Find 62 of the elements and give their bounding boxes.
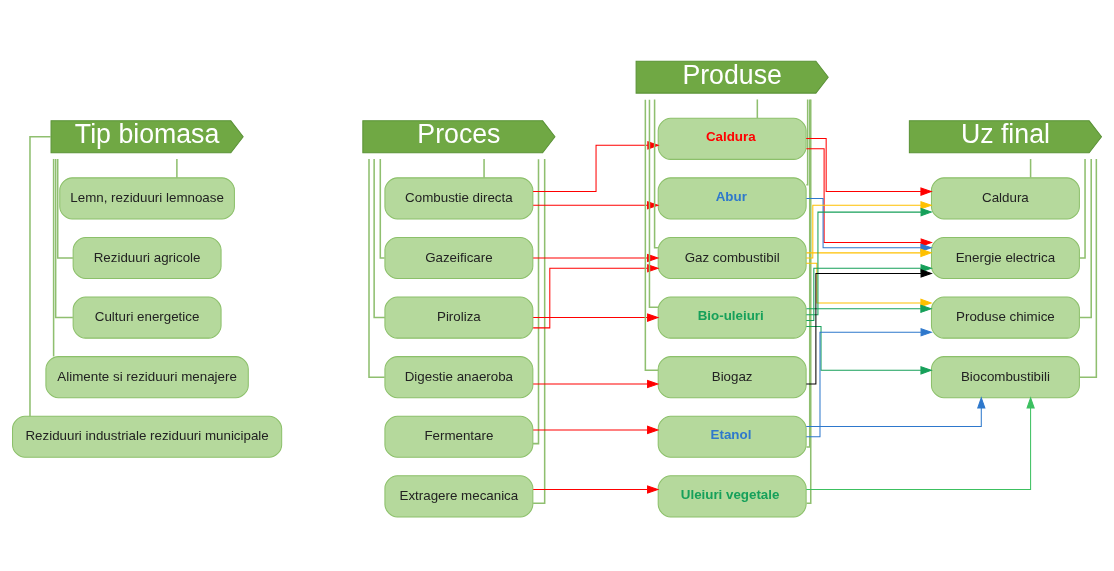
- connector: [648, 98, 659, 308]
- arrow: [805, 137, 933, 196]
- arrow: [532, 484, 660, 494]
- node-box: Gazeificare: [384, 236, 534, 279]
- arrow: [532, 140, 660, 192]
- node-box: Alimente si reziduuri menajere: [45, 355, 249, 398]
- connector: [176, 157, 178, 178]
- connector: [373, 157, 386, 318]
- connector: [52, 157, 55, 357]
- node-box: Biocombustibili: [930, 355, 1080, 398]
- connector: [1029, 157, 1032, 178]
- arrow: [805, 395, 1035, 490]
- connector: [1078, 157, 1086, 259]
- arrow: [805, 147, 933, 247]
- arrow: [805, 197, 933, 252]
- connector: [483, 157, 485, 178]
- arrow: [805, 395, 986, 427]
- arrow: [532, 425, 660, 434]
- arrow: [805, 327, 933, 437]
- arrow: [805, 200, 933, 259]
- connector: [644, 98, 659, 371]
- connector: [379, 157, 386, 259]
- connector: [56, 157, 74, 259]
- arrow: [805, 325, 933, 375]
- node-box: Uleiuri vegetale: [657, 474, 807, 517]
- connector: [54, 157, 74, 318]
- node-box: Caldura: [657, 117, 807, 160]
- connector: [805, 98, 811, 448]
- node-box: Reziduuri agricole: [72, 236, 222, 279]
- node-box: Caldura: [930, 176, 1080, 219]
- connector: [1078, 157, 1098, 378]
- node-box: Lemn, reziduuri lemnoase: [59, 176, 235, 219]
- connector: [653, 98, 659, 248]
- connector: [805, 98, 812, 504]
- node-box: Bio-uleiuri: [657, 296, 807, 339]
- arrow: [532, 263, 660, 328]
- arrow: [532, 253, 660, 262]
- node-box: Piroliza: [384, 296, 534, 339]
- connector: [532, 157, 546, 504]
- connector: [1078, 157, 1092, 318]
- connector: [756, 98, 759, 119]
- node-box: Biogaz: [657, 355, 807, 398]
- node-box: Culturi energetice: [72, 296, 222, 339]
- node-box: Combustie directa: [384, 176, 534, 219]
- connector: [29, 135, 52, 417]
- connector: [532, 158, 540, 444]
- connector: [805, 98, 809, 185]
- node-box: Gaz combustibil: [657, 236, 807, 279]
- node-box: Reziduuri industriale reziduuri municipale: [12, 415, 283, 458]
- node-box: Produse chimice: [930, 296, 1080, 339]
- arrow: [805, 268, 933, 385]
- arrow: [805, 303, 933, 313]
- arrow: [532, 312, 660, 322]
- arrow: [532, 379, 660, 388]
- node-box: Extragere mecanica: [384, 474, 534, 517]
- node-box: Etanol: [657, 415, 807, 458]
- node-box: Digestie anaeroba: [384, 355, 534, 398]
- arrow: [805, 248, 933, 257]
- node-box: Fermentare: [384, 415, 534, 458]
- arrow: [532, 200, 660, 210]
- node-box: Abur: [657, 176, 807, 219]
- node-box: Energie electrica: [930, 236, 1080, 279]
